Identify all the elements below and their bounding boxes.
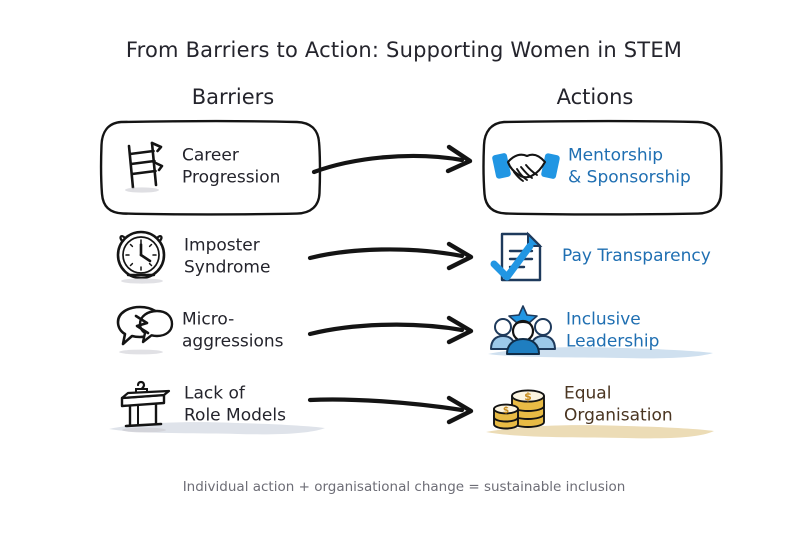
handshake-icon <box>492 138 560 196</box>
barrier-label-3: Micro- aggressions <box>182 309 284 351</box>
arrow-right-1 <box>311 140 488 190</box>
footer-caption: Individual action + organisational chang… <box>182 479 626 495</box>
svg-text:$: $ <box>503 406 509 416</box>
coin-stack-icon: $ $ <box>490 376 554 434</box>
ladder-icon <box>116 138 174 196</box>
team-star-icon <box>488 302 558 360</box>
barrier-label-1: Career Progression <box>182 145 281 187</box>
action-card-3[interactable]: Inclusive Leadership <box>480 298 725 364</box>
svg-text:$: $ <box>524 390 532 403</box>
barrier-card-1[interactable]: Career Progression <box>98 118 323 216</box>
row-role-models: Lack of Role Models <box>0 370 808 440</box>
action-card-1[interactable]: Mentorship & Sponsorship <box>480 118 725 216</box>
arrow-right-4 <box>307 388 490 434</box>
document-check-icon <box>490 226 552 288</box>
podium-icon <box>114 375 176 435</box>
column-header-actions: Actions <box>556 85 634 109</box>
barrier-label-2: Imposter Syndrome <box>184 235 271 277</box>
row-microaggressions: Micro- aggressions <box>0 298 808 364</box>
speech-bubbles-icon <box>110 302 176 360</box>
arrow-right-3 <box>307 310 490 356</box>
action-card-2[interactable]: Pay Transparency <box>480 224 725 290</box>
barrier-card-3[interactable]: Micro- aggressions <box>98 298 323 364</box>
action-label-3: Inclusive Leadership <box>566 309 660 351</box>
arrow-right-2 <box>307 236 490 282</box>
column-header-barriers: Barriers <box>191 85 275 109</box>
action-label-2: Pay Transparency <box>562 246 711 267</box>
row-imposter-syndrome: Imposter Syndrome <box>0 224 808 290</box>
row-career-progression: Career Progression <box>0 118 808 216</box>
action-label-1: Mentorship & Sponsorship <box>568 145 691 187</box>
page-title: From Barriers to Action: Supporting Wome… <box>125 38 683 62</box>
action-label-4: Equal Organisation <box>564 383 673 425</box>
action-card-4[interactable]: $ $ Equal Organisation <box>480 370 725 440</box>
barrier-card-4[interactable]: Lack of Role Models <box>98 370 325 440</box>
alarm-clock-icon <box>112 226 174 288</box>
barrier-card-2[interactable]: Imposter Syndrome <box>98 224 323 290</box>
barrier-label-4: Lack of Role Models <box>184 383 286 425</box>
